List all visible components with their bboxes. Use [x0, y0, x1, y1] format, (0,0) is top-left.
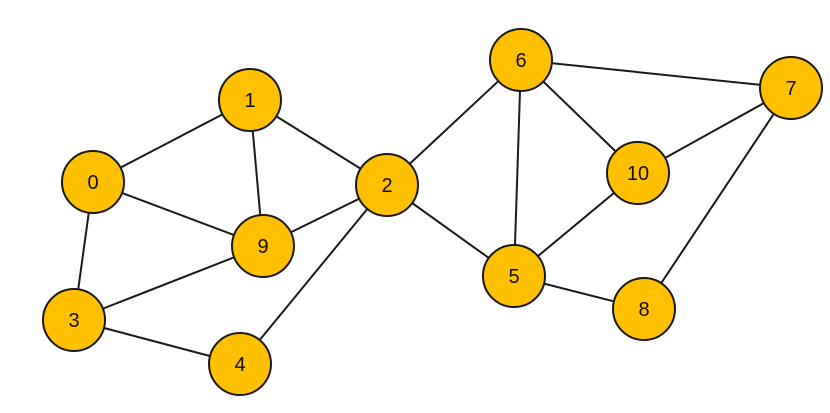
edge-6-5	[513, 59, 522, 277]
node-10: 10	[606, 141, 670, 205]
node-label-5: 5	[508, 266, 519, 288]
node-7: 7	[759, 56, 823, 120]
node-5: 5	[482, 244, 546, 308]
node-0: 0	[61, 150, 125, 214]
node-label-7: 7	[785, 78, 796, 100]
node-label-6: 6	[515, 50, 526, 72]
node-8: 8	[612, 277, 676, 341]
node-label-0: 0	[87, 172, 98, 194]
edges-layer	[73, 59, 792, 365]
node-label-8: 8	[638, 299, 649, 321]
node-circle-6	[489, 28, 553, 92]
edge-6-7	[520, 59, 792, 89]
node-circle-2	[355, 153, 419, 217]
node-circle-3	[42, 288, 106, 352]
node-circle-7	[759, 56, 823, 120]
node-1: 1	[218, 68, 282, 132]
nodes-layer: 0 1 2 3 4 5 6 7 8 9 10	[42, 28, 823, 396]
node-label-2: 2	[381, 175, 392, 197]
node-2: 2	[355, 153, 419, 217]
node-4: 4	[208, 332, 272, 396]
node-3: 3	[42, 288, 106, 352]
edge-9-3	[73, 245, 264, 321]
node-label-9: 9	[257, 236, 268, 258]
node-circle-1	[218, 68, 282, 132]
node-label-10: 10	[627, 163, 649, 185]
node-circle-5	[482, 244, 546, 308]
node-circle-4	[208, 332, 272, 396]
node-label-4: 4	[234, 354, 245, 376]
node-6: 6	[489, 28, 553, 92]
node-circle-10	[606, 141, 670, 205]
node-label-1: 1	[244, 90, 255, 112]
node-circle-8	[612, 277, 676, 341]
node-circle-0	[61, 150, 125, 214]
node-9: 9	[231, 214, 295, 278]
edge-7-8	[643, 87, 792, 310]
edge-4-2	[239, 184, 388, 365]
node-circle-9	[231, 214, 295, 278]
node-label-3: 3	[68, 310, 79, 332]
